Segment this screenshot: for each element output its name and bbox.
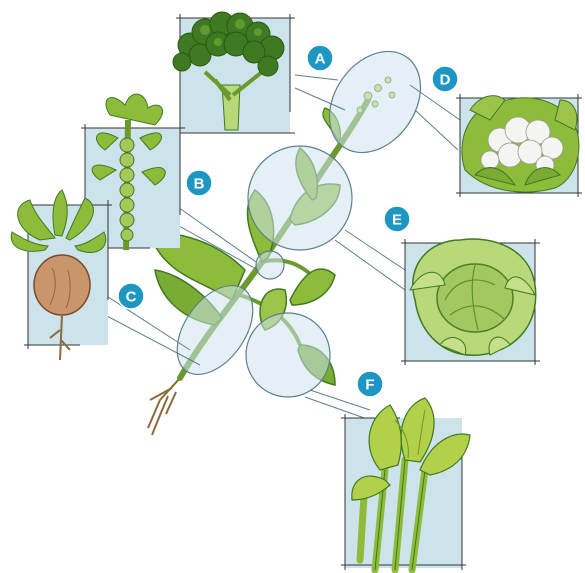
badge-d: D xyxy=(432,66,458,92)
cabbage-panel xyxy=(401,239,540,365)
badge-d-label: D xyxy=(440,72,451,89)
badge-e: E xyxy=(384,206,410,232)
badge-b-label: B xyxy=(194,176,205,193)
kohlrabi-panel xyxy=(11,190,112,360)
cauliflower-panel xyxy=(456,94,582,197)
callout-bubble-e xyxy=(248,146,352,250)
badge-a: A xyxy=(307,45,333,71)
badge-c-label: C xyxy=(126,289,137,306)
callout-bubble-b xyxy=(256,251,284,279)
badge-f-label: F xyxy=(365,377,374,394)
badge-c: C xyxy=(118,283,144,309)
badge-f: F xyxy=(357,371,383,397)
cauliflower-icon xyxy=(462,96,579,192)
badge-a-label: A xyxy=(315,51,326,68)
kale-panel xyxy=(341,398,470,570)
callout-bubble-f xyxy=(246,313,330,397)
broccoli-panel xyxy=(173,12,295,137)
badge-b: B xyxy=(186,170,212,196)
badge-e-label: E xyxy=(392,212,402,229)
